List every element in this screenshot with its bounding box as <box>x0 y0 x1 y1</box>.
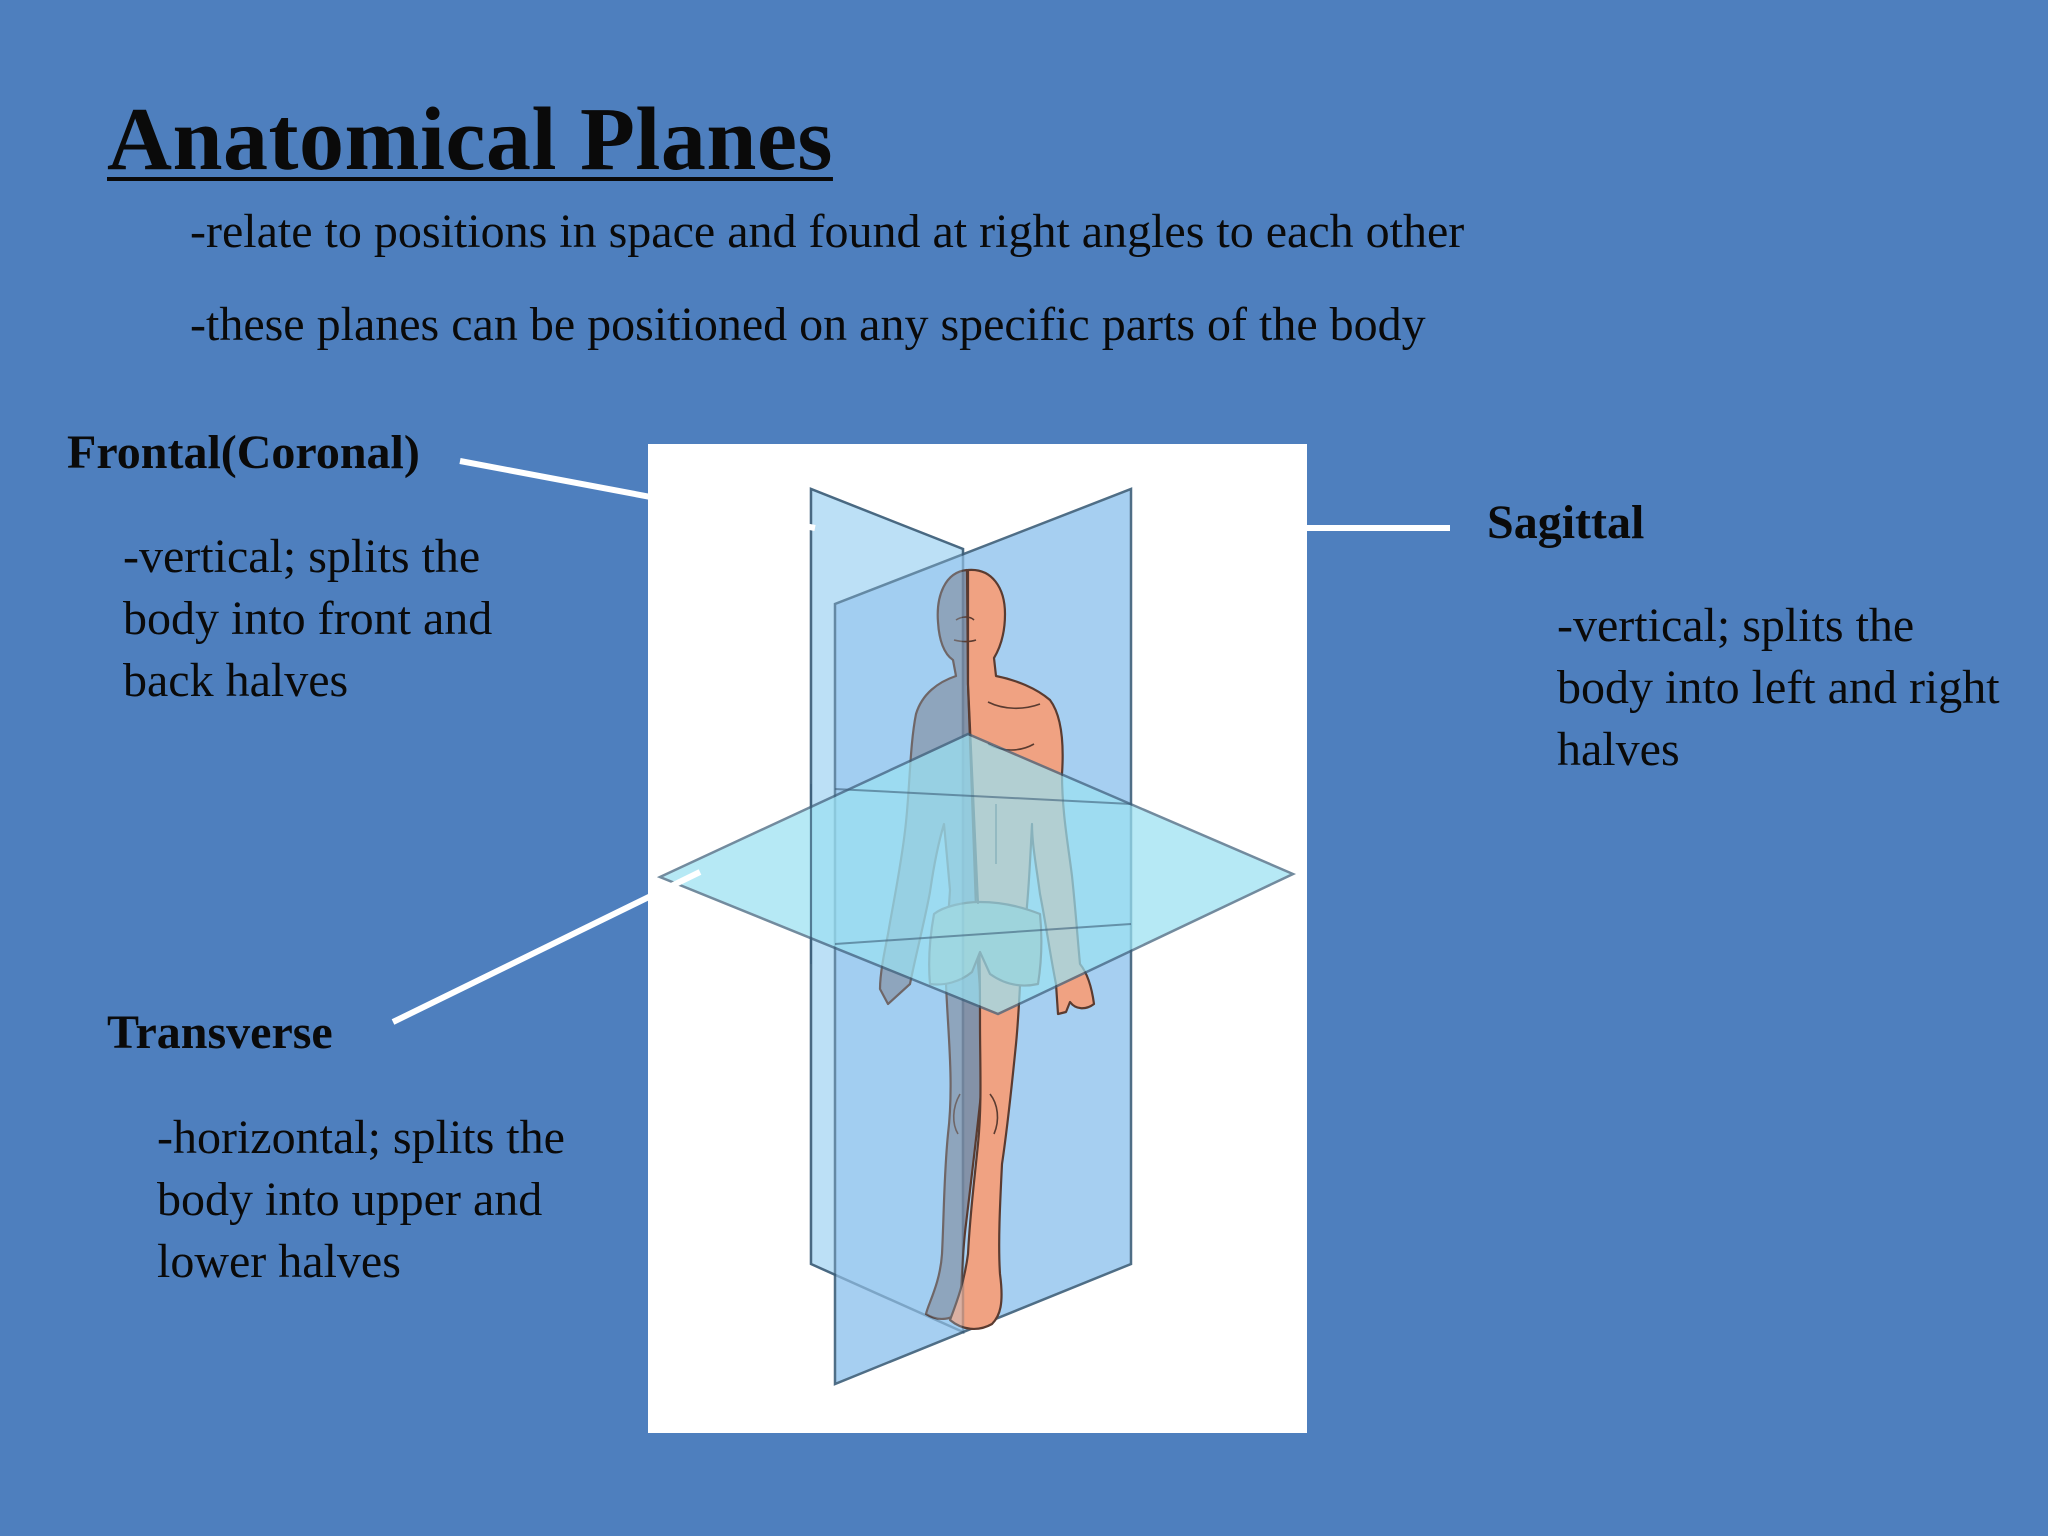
subtitle-line-1: -relate to positions in space and found … <box>190 205 1465 258</box>
slide-title: Anatomical Planes <box>107 90 833 189</box>
transverse-plane-heading: Transverse <box>107 1006 333 1059</box>
subtitle-line-2: -these planes can be positioned on any s… <box>190 298 1426 351</box>
human-body-planes-illustration <box>656 487 1297 1386</box>
anatomical-figure-panel <box>648 444 1307 1433</box>
transverse-plane <box>656 732 1297 1016</box>
frontal-plane-heading: Frontal(Coronal) <box>67 426 420 479</box>
transverse-plane-description: -horizontal; splits the body into upper … <box>157 1111 565 1288</box>
sagittal-plane-description: -vertical; splits the body into left and… <box>1557 599 2000 776</box>
sagittal-plane-heading: Sagittal <box>1487 496 1645 549</box>
frontal-plane-description: -vertical; splits the body into front an… <box>123 530 493 707</box>
